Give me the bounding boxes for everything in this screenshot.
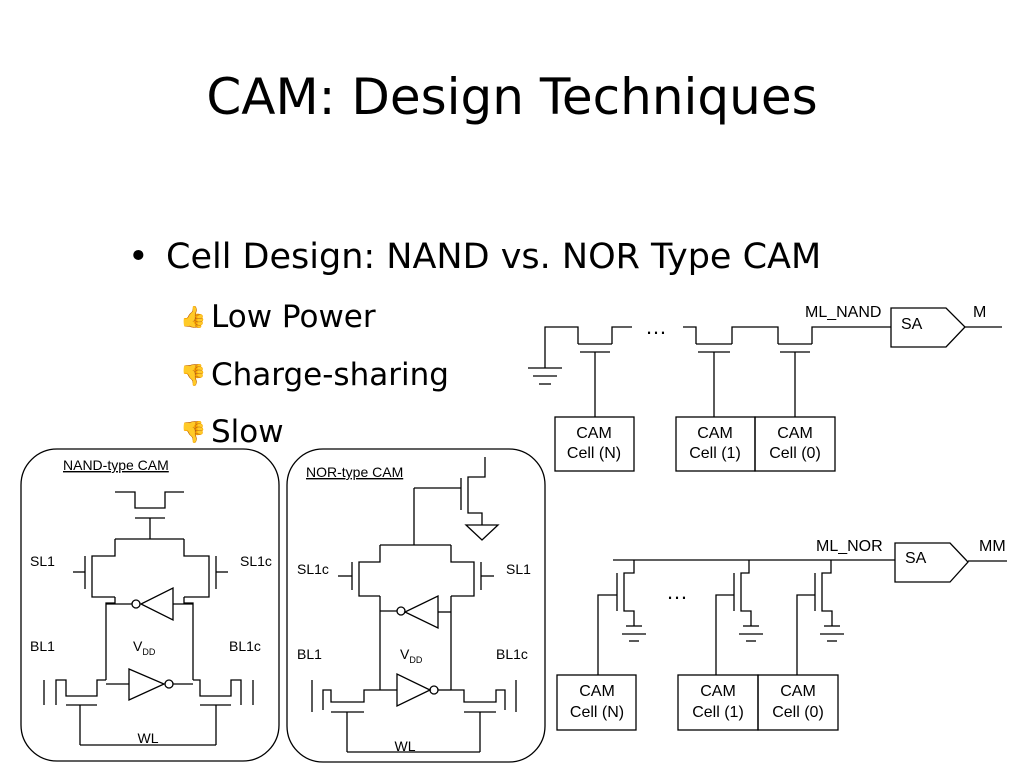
nor-chain-circuit	[556, 542, 1007, 731]
nand-wl-label: WL	[138, 730, 159, 746]
subpoint-slow: 👎Slow	[180, 412, 284, 452]
nor-wl-label: WL	[395, 738, 416, 754]
subpoint-label: Charge-sharing	[211, 357, 449, 393]
nor-bl-right-label: BL1c	[496, 646, 528, 662]
thumbs-up-icon: 👍	[180, 305, 207, 329]
nor-sl-left-label: SL1c	[297, 561, 329, 577]
nand-sl-right-label: SL1c	[240, 553, 272, 569]
subpoint-low-power: 👍Low Power	[180, 297, 376, 337]
nand-cell-n-line1: CAM	[576, 425, 612, 442]
nor-sl-right-label: SL1	[506, 561, 531, 577]
nor-bl-left-label: BL1	[297, 646, 322, 662]
subpoint-charge-sharing: 👎Charge-sharing	[180, 355, 449, 395]
nor-cell-n-line2: Cell (N)	[570, 704, 624, 721]
nand-sense-amp-label: SA	[901, 316, 923, 333]
nand-cell-title: NAND-type CAM	[63, 457, 169, 473]
ml-nand-label: ML_NAND	[805, 304, 881, 321]
bullet-cell-design: • Cell Design: NAND vs. NOR Type CAM	[128, 233, 821, 281]
thumbs-down-icon: 👎	[180, 363, 207, 387]
bullet-label: Cell Design: NAND vs. NOR Type CAM	[166, 237, 822, 277]
nand-output-label: M	[973, 304, 986, 321]
nand-bl-right-label: BL1c	[229, 638, 261, 654]
nand-cell-0-line2: Cell (0)	[769, 445, 821, 462]
nor-cell-0-line2: Cell (0)	[772, 704, 824, 721]
nand-sl-left-label: SL1	[30, 553, 55, 569]
nor-output-label: MM	[979, 538, 1006, 555]
nand-cell-0-line1: CAM	[777, 425, 813, 442]
nand-chain-ellipsis: …	[645, 314, 667, 339]
nand-vdd-label: VDD	[133, 638, 156, 657]
nand-bl-left-label: BL1	[30, 638, 55, 654]
nor-cell-n-line1: CAM	[579, 683, 615, 700]
thumbs-down-icon: 👎	[180, 420, 207, 444]
nor-cell-title: NOR-type CAM	[306, 464, 403, 480]
nor-chain-ellipsis: …	[666, 579, 688, 604]
nor-vdd-label: VDD	[400, 646, 423, 665]
nor-type-cam-cell	[286, 448, 546, 763]
ml-nor-label: ML_NOR	[816, 538, 883, 555]
bullet-dot: •	[128, 237, 149, 277]
nand-cell-1-line2: Cell (1)	[689, 445, 741, 462]
nand-chain-circuit	[528, 307, 1002, 472]
nor-cell-1-line2: Cell (1)	[692, 704, 744, 721]
nor-cell-0-line1: CAM	[780, 683, 816, 700]
nor-sense-amp-label: SA	[905, 550, 927, 567]
subpoint-label: Slow	[211, 414, 284, 450]
nor-cell-1-line1: CAM	[700, 683, 736, 700]
nand-cell-1-line1: CAM	[697, 425, 733, 442]
subpoint-label: Low Power	[211, 299, 376, 335]
nand-type-cam-cell	[20, 448, 280, 762]
nand-cell-n-line2: Cell (N)	[567, 445, 621, 462]
slide-title: CAM: Design Techniques	[206, 68, 818, 126]
